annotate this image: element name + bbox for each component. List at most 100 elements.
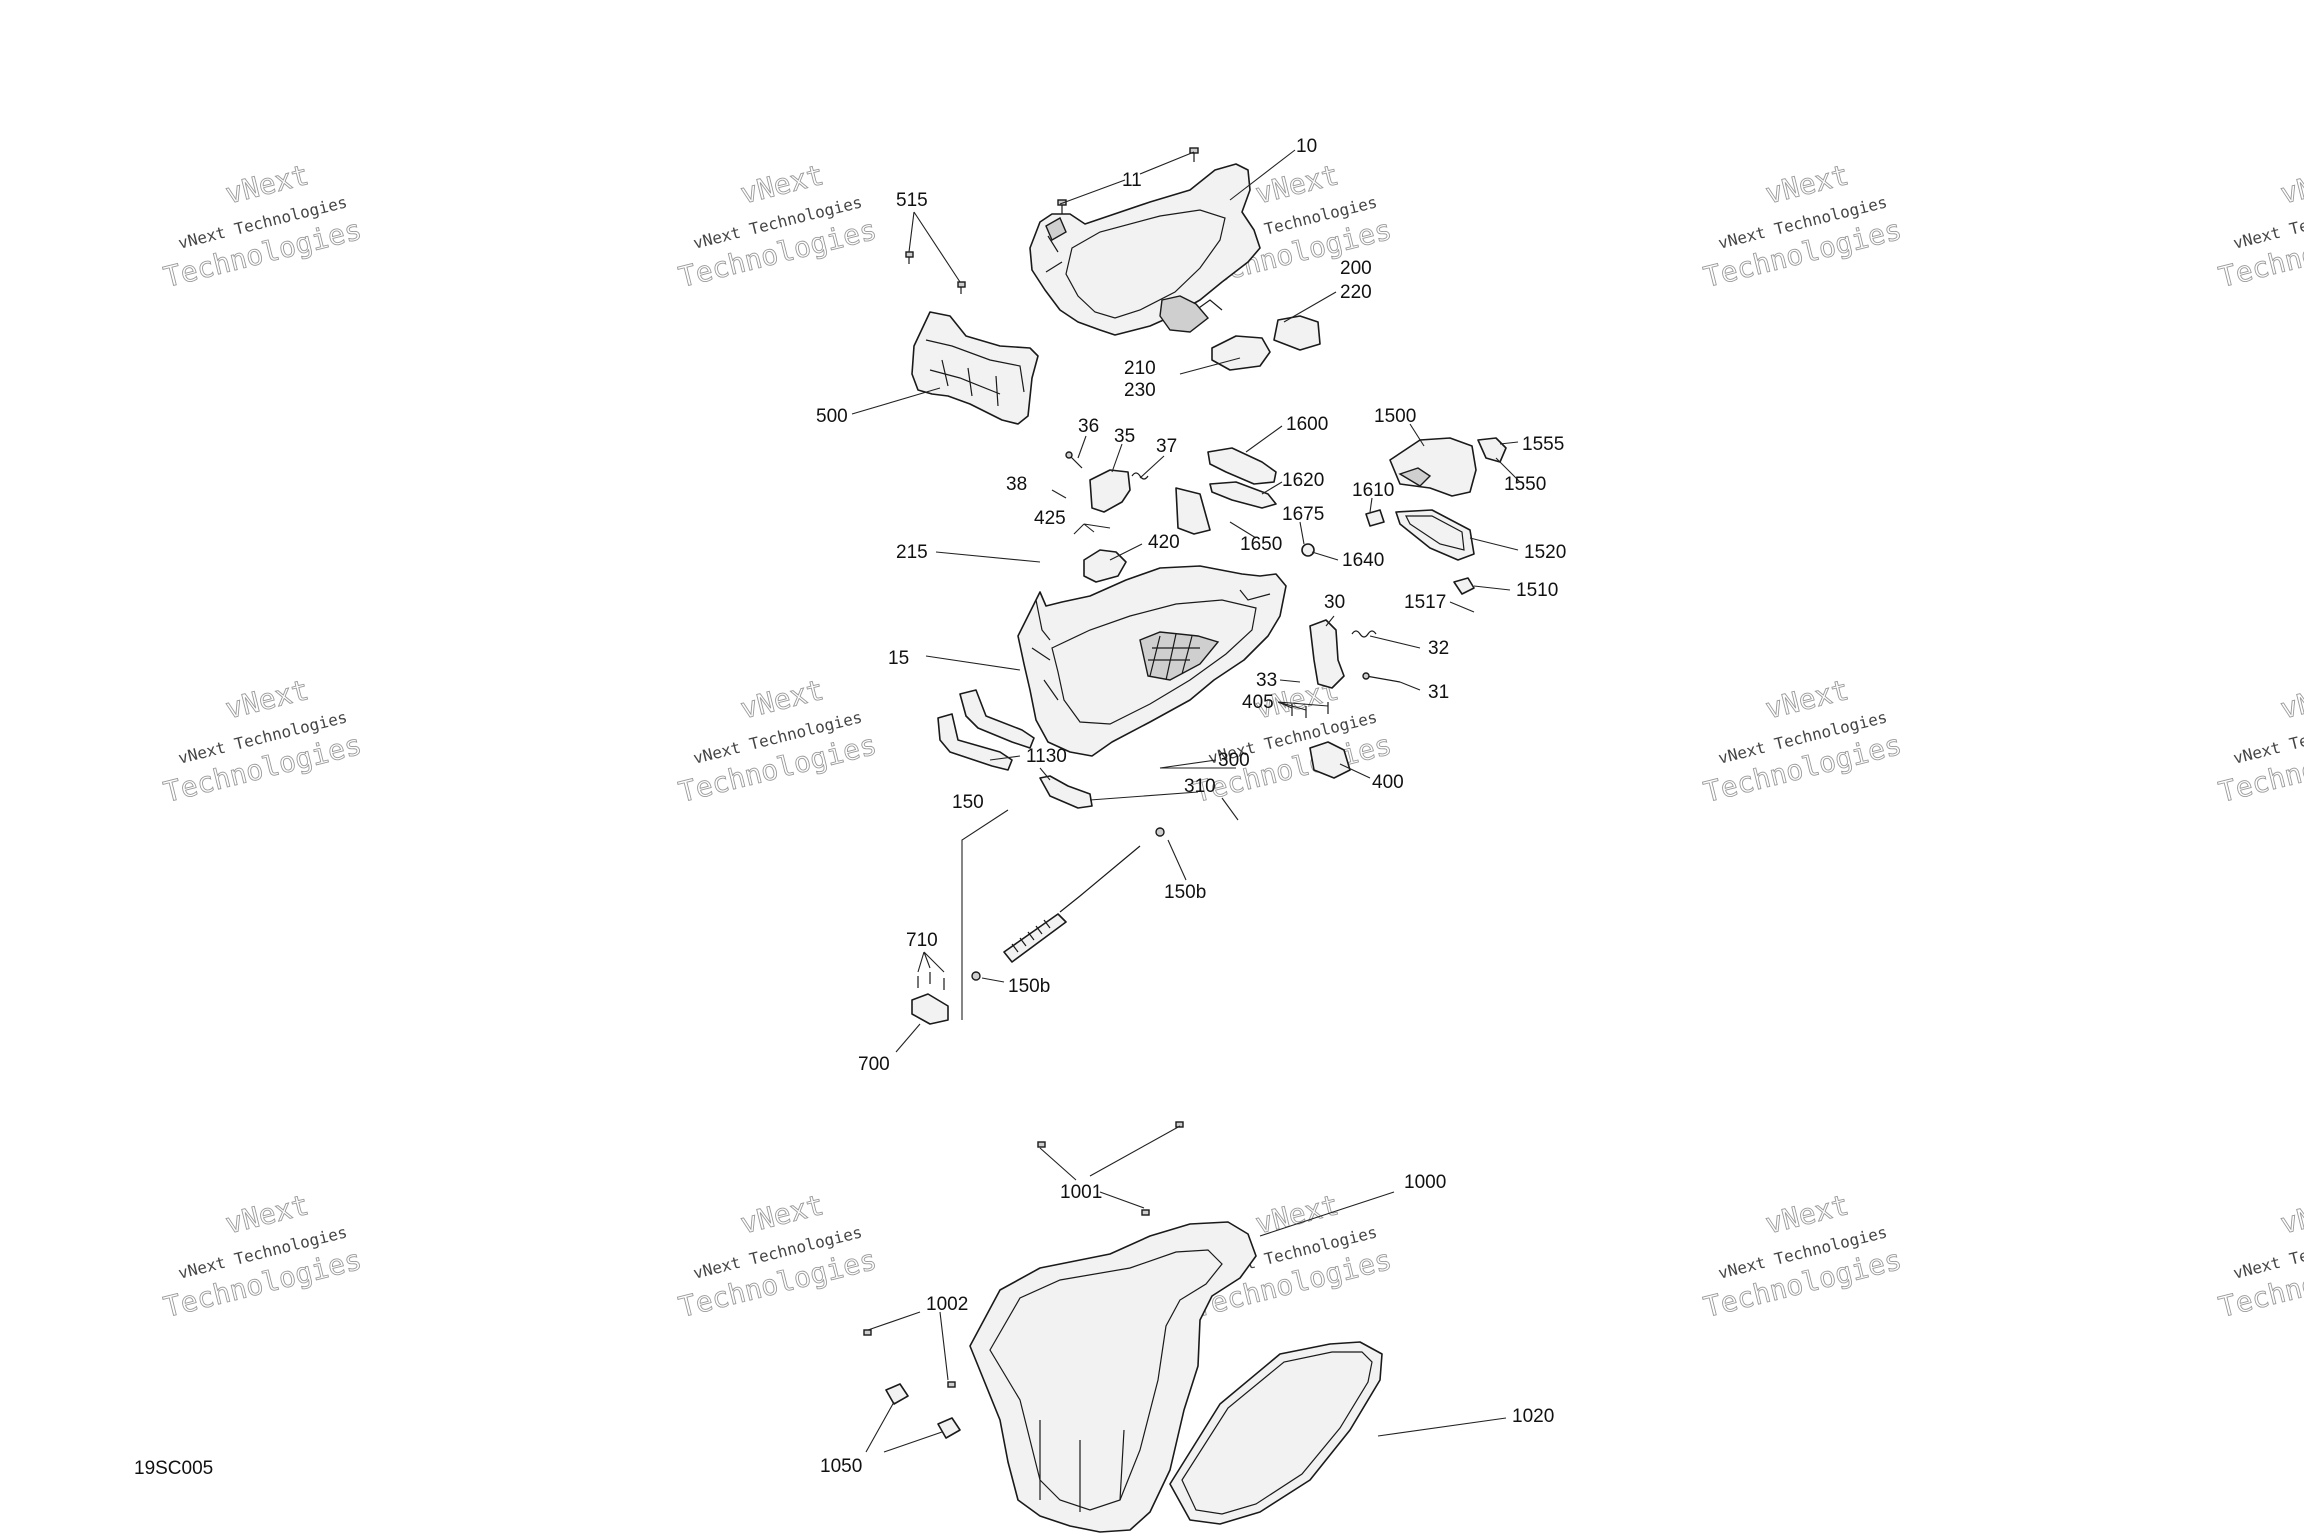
label-36: 36 [1078,416,1099,437]
part-150-cable [971,827,1165,981]
part-500-cover [911,311,1039,425]
watermark-line1: vNext [222,1188,312,1240]
watermark: vNext vNext Technologies Technologies [160,673,365,810]
label-1002: 1002 [926,1294,968,1315]
label-32: 32 [1428,638,1449,659]
part-200-lens [1273,315,1321,351]
leader-lines [851,149,1521,1453]
label-500: 500 [816,406,848,427]
label-215: 215 [896,542,928,563]
label-1600: 1600 [1286,414,1328,435]
label-405: 405 [1242,692,1274,713]
watermark-line1: vNext [1252,1188,1342,1240]
label-300: 300 [1218,750,1250,771]
callout-labels: 10 11 515 200 220 210 230 500 36 35 37 1… [816,136,1566,1477]
watermark: vNext vNext Technologies Technologies [2215,1188,2304,1325]
watermark-line1: vNext [1252,158,1342,210]
part-32-spring [1351,630,1377,638]
label-420: 420 [1148,532,1180,553]
label-1555: 1555 [1522,434,1564,455]
part-1510-hinge [1453,577,1475,595]
label-150: 150 [952,792,984,813]
label-1517: 1517 [1404,592,1446,613]
watermark: vNext vNext Technologies Technologies [675,158,880,295]
label-700: 700 [858,1054,890,1075]
label-1550: 1550 [1504,474,1546,495]
label-230: 230 [1124,380,1156,401]
label-150b-b: 150b [1008,976,1050,997]
part-1640-knob [1301,543,1315,557]
part-1620-seal [1209,481,1277,509]
diagram-code: 19SC005 [134,1458,213,1479]
part-1130-strap [937,689,1093,809]
watermark-group: vNext vNext Technologies Technologies vN… [160,158,2304,1325]
part-1020-gasket [1169,1341,1383,1525]
watermark: vNext vNext Technologies Technologies [1700,158,1905,295]
watermark: vNext vNext Technologies Technologies [1700,673,1905,810]
watermark: vNext vNext Technologies Technologies [675,1188,880,1325]
label-1620: 1620 [1282,470,1324,491]
part-420-latch [1083,549,1127,583]
label-220: 220 [1340,282,1372,303]
label-35: 35 [1114,426,1135,447]
watermark: vNext vNext Technologies Technologies [160,158,365,295]
label-1020: 1020 [1512,1406,1554,1427]
watermark-line1: vNext [737,673,827,725]
watermark-line1: vNext [2277,673,2304,725]
fastener-515 [905,251,966,294]
fastener-11 [1057,147,1199,214]
label-33: 33 [1256,670,1277,691]
label-400: 400 [1372,772,1404,793]
part-35-bracket [1089,469,1131,513]
label-200: 200 [1340,258,1372,279]
label-10: 10 [1296,136,1317,157]
part-37-spring [1131,472,1149,480]
watermark-line1: vNext [2277,158,2304,210]
label-150b-a: 150b [1164,882,1206,903]
label-11: 11 [1122,170,1142,191]
label-1650: 1650 [1240,534,1282,555]
part-210-lens [1211,335,1271,371]
label-1050: 1050 [820,1456,862,1477]
watermark-line1: vNext [2277,1188,2304,1240]
label-1000: 1000 [1404,1172,1446,1193]
label-37: 37 [1156,436,1177,457]
label-1130: 1130 [1026,746,1067,767]
part-1610-clip [1365,509,1385,527]
label-1675: 1675 [1282,504,1324,525]
label-310: 310 [1184,776,1216,797]
part-30-hinge [1309,619,1345,689]
part-700-bracket [911,993,949,1025]
label-710: 710 [906,930,938,951]
label-1001: 1001 [1060,1182,1102,1203]
part-1650-pad [1175,487,1211,535]
part-1550-part [1477,437,1507,463]
watermark-line1: vNext [222,673,312,725]
watermark: vNext vNext Technologies Technologies [675,673,880,810]
watermark-line1: vNext [737,1188,827,1240]
label-15: 15 [888,648,909,669]
part-1000-bin [969,1221,1257,1533]
part-400-latch [1309,741,1351,779]
label-1510: 1510 [1516,580,1558,601]
parts-drawing [863,147,1507,1533]
part-710-screws [917,972,945,990]
fastener-1002 [863,1329,956,1388]
part-1500-housing [1389,437,1477,497]
part-1520-gasket [1395,509,1475,561]
part-1600-lid [1207,447,1277,485]
part-10-frame [1029,163,1261,336]
part-31-pin [1362,672,1401,683]
fastener-1001 [1037,1121,1184,1216]
watermark-line1: vNext [1762,158,1852,210]
watermark: vNext vNext Technologies Technologies [1700,1188,1905,1325]
part-36-screw [1065,451,1083,469]
watermark: vNext vNext Technologies Technologies [2215,673,2304,810]
label-1520: 1520 [1524,542,1566,563]
watermark-line1: vNext [1762,1188,1852,1240]
watermark-line1: vNext [1762,673,1852,725]
label-1500: 1500 [1374,406,1416,427]
watermark: vNext vNext Technologies Technologies [160,1188,365,1325]
label-210: 210 [1124,358,1156,379]
part-1050-clip [885,1383,961,1439]
